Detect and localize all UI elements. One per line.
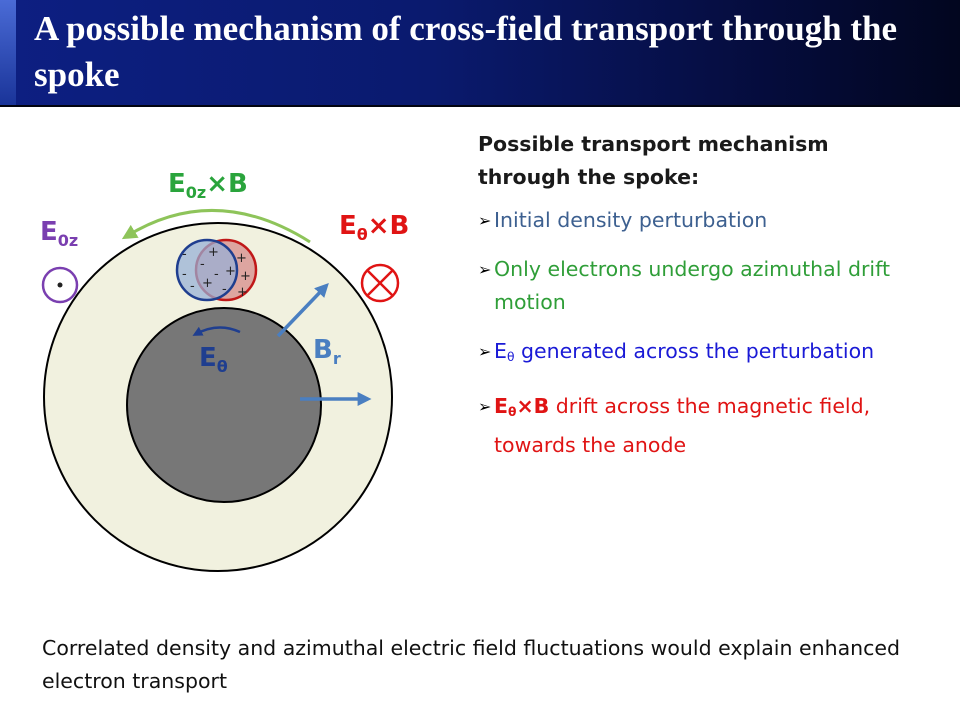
negative-perturbation-circle — [175, 238, 239, 302]
panel-heading: Possible transport mechanism through the… — [478, 132, 829, 189]
bullet-etheta-generated: ➢ Eθ generated across the perturbation — [478, 335, 918, 374]
etheta-label: Eθ — [199, 343, 228, 376]
minus-sign: - — [214, 267, 219, 282]
arrow-bullet-icon: ➢ — [478, 211, 492, 230]
bullet-electron-drift: ➢ Only electrons undergo azimuthal drift… — [478, 253, 918, 319]
plus-sign: + — [202, 276, 213, 291]
out-of-page-dot — [57, 282, 63, 288]
plus-sign: + — [237, 285, 248, 300]
br-label: Br — [313, 335, 341, 368]
charge-signs: - - - - - - + + + + + + — [182, 245, 251, 300]
minus-sign: - — [200, 257, 205, 272]
e0z-cross-b-label: E0z×B — [168, 169, 248, 202]
transport-mechanism-panel: Possible transport mechanism through the… — [478, 128, 918, 478]
etheta-cross-b-label: Eθ×B — [339, 211, 409, 244]
plus-sign: + — [208, 245, 219, 260]
arrow-bullet-icon: ➢ — [478, 342, 492, 361]
plus-sign: + — [236, 251, 247, 266]
arrow-bullet-icon: ➢ — [478, 397, 492, 416]
slide-title: A possible mechanism of cross-field tran… — [34, 9, 898, 94]
e0z-cross-b-drift-arrow — [121, 208, 311, 244]
plus-sign: + — [225, 264, 236, 279]
minus-sign: - — [190, 279, 195, 294]
radial-field-arrow-upper — [276, 282, 329, 338]
bullet-etheta-cross-b-drift: ➢ Eθ×B drift across the magnetic field, … — [478, 390, 918, 462]
title-bar: A possible mechanism of cross-field tran… — [0, 0, 960, 107]
conclusion-text: Correlated density and azimuthal electri… — [42, 636, 901, 693]
minus-sign: - — [182, 247, 187, 262]
etheta-field-arrow — [192, 326, 241, 336]
arrow-bullet-icon: ➢ — [478, 260, 492, 279]
into-page-icon — [360, 263, 400, 303]
title-accent-strip — [0, 0, 16, 105]
spoke-diagram: - - - - - - + + + + + + E0z×B E0z Eθ×B E… — [40, 169, 409, 572]
out-of-page-icon — [41, 266, 79, 304]
plus-sign: + — [240, 269, 251, 284]
minus-sign: - — [182, 267, 187, 282]
inner-disk — [126, 307, 322, 503]
bullet-density-perturbation: ➢ Initial density perturbation — [478, 204, 918, 237]
minus-sign: - — [222, 282, 227, 297]
e0z-label: E0z — [40, 217, 78, 250]
